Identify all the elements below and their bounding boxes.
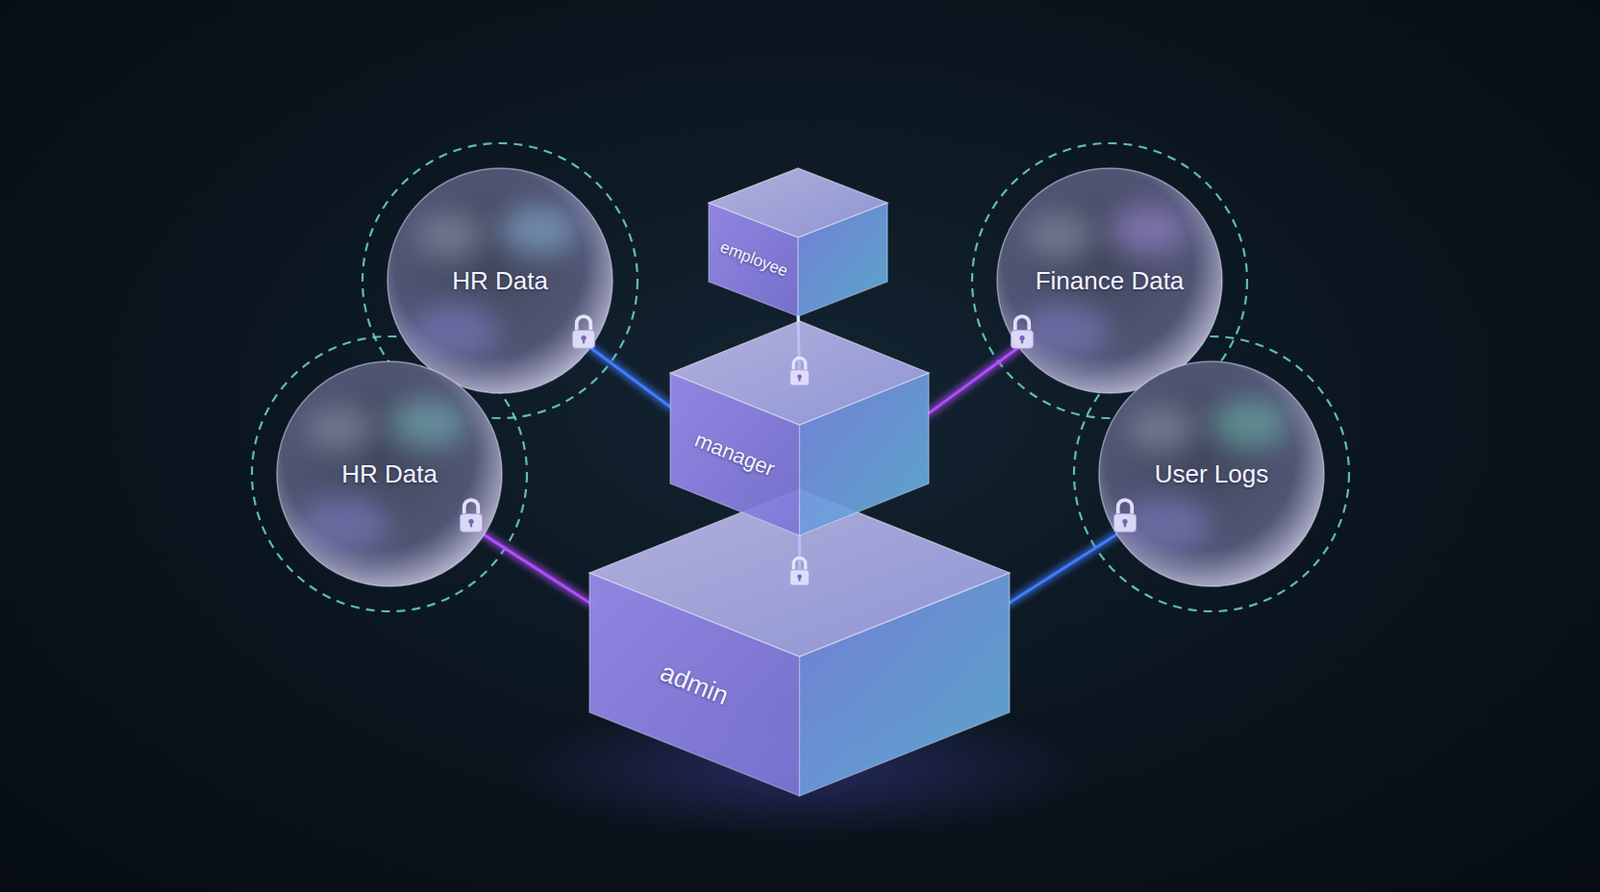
data-sphere: Finance Data bbox=[997, 168, 1223, 394]
sphere-art-part bbox=[276, 361, 502, 587]
role-cube: manager bbox=[670, 321, 929, 536]
sphere-label: Finance Data bbox=[1035, 266, 1185, 297]
data-sphere: HR Data bbox=[387, 168, 613, 394]
connector-line bbox=[590, 348, 671, 408]
sphere-art-part bbox=[582, 338, 585, 345]
glow-connector bbox=[1009, 534, 1117, 603]
cube-art-part bbox=[708, 168, 888, 238]
sphere-art-part bbox=[576, 316, 592, 331]
sphere-art-part bbox=[459, 514, 482, 533]
sphere-art-part bbox=[1021, 338, 1024, 345]
cube-art-part bbox=[790, 570, 810, 586]
glow-connector bbox=[590, 348, 671, 408]
lock-icon bbox=[1010, 316, 1033, 349]
sphere-art-part bbox=[1015, 316, 1030, 331]
connector-line bbox=[928, 347, 1020, 414]
sphere-art-part bbox=[1010, 330, 1033, 350]
sphere-label: HR Data bbox=[451, 266, 549, 297]
sphere-art-part bbox=[387, 168, 613, 394]
connector-glow bbox=[483, 534, 590, 603]
sphere-art-part bbox=[387, 168, 613, 394]
cube-art-part bbox=[793, 357, 806, 370]
sphere-art-part bbox=[1124, 522, 1126, 528]
glow-connector bbox=[483, 534, 590, 603]
sphere-art-part bbox=[276, 361, 502, 587]
sphere-art-part bbox=[572, 330, 595, 350]
data-sphere: User Logs bbox=[1099, 361, 1325, 587]
sphere-art-part bbox=[997, 168, 1223, 394]
cube-art-part bbox=[793, 557, 806, 571]
lock-icon bbox=[790, 357, 810, 386]
sphere-art-part bbox=[997, 168, 1223, 394]
cube-art-part bbox=[790, 370, 810, 386]
glow-connector bbox=[928, 347, 1020, 414]
cube-art-part bbox=[589, 489, 1010, 657]
cube-art-part bbox=[799, 576, 801, 582]
sphere-art-part bbox=[1118, 500, 1133, 514]
lock-icon bbox=[790, 557, 810, 586]
connector-glow bbox=[1009, 534, 1117, 603]
connector-glow bbox=[590, 348, 671, 408]
connector-line bbox=[483, 534, 590, 603]
lock-icon bbox=[459, 500, 482, 532]
sphere-art-part bbox=[1099, 361, 1325, 587]
lock-icon bbox=[572, 316, 595, 349]
connector-glow bbox=[928, 347, 1020, 414]
cube-art-part bbox=[799, 376, 801, 382]
cube-art bbox=[670, 321, 929, 536]
data-sphere: HR Data bbox=[276, 361, 502, 587]
sphere-label: HR Data bbox=[341, 459, 438, 490]
sphere-art-part bbox=[464, 500, 479, 515]
sphere-label: User Logs bbox=[1154, 459, 1270, 490]
cube-art-part bbox=[670, 321, 929, 425]
role-cube: employee bbox=[708, 168, 888, 317]
connector-line bbox=[1009, 534, 1117, 603]
sphere-art-part bbox=[1099, 361, 1325, 587]
lock-icon bbox=[1113, 500, 1136, 532]
sphere-art-part bbox=[1113, 514, 1136, 533]
sphere-art-part bbox=[470, 522, 473, 528]
